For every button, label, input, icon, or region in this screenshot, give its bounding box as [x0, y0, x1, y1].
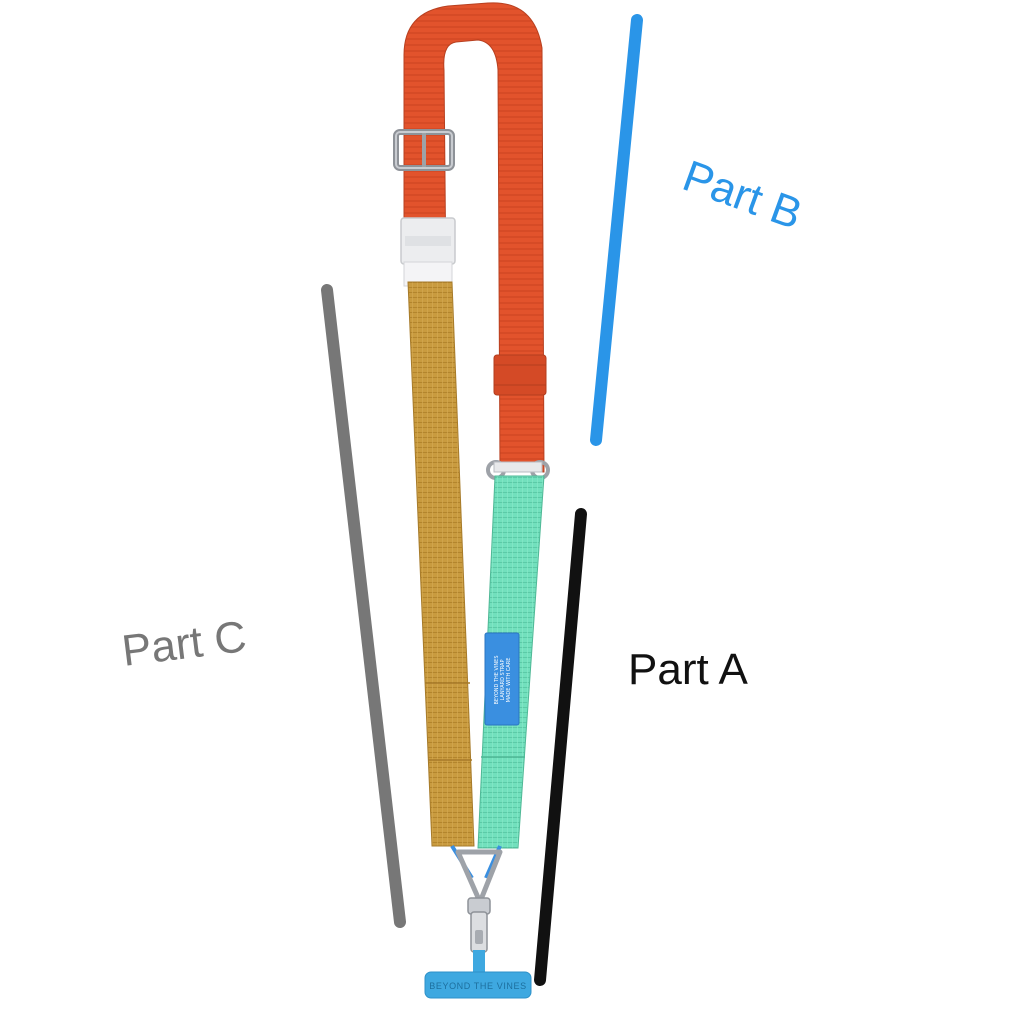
- product-tag: BEYOND THE VINES LANYARD STRAP MADE WITH…: [484, 632, 520, 726]
- part-b-label: Part B: [677, 151, 809, 239]
- mustard-strap: [407, 281, 475, 847]
- tag-text-line-3: MADE WITH CARE: [506, 658, 512, 703]
- part-c-label: Part C: [119, 612, 249, 676]
- tag-text-line-1: BEYOND THE VINES: [494, 655, 500, 704]
- lanyard-strap-illustration: BEYOND THE VINES LANYARD STRAP MADE WITH…: [393, 2, 550, 999]
- connector-text: BEYOND THE VINES: [429, 981, 526, 991]
- part-b-line: [590, 14, 643, 446]
- plastic-clip: [400, 217, 456, 287]
- part-a-line: [534, 508, 587, 986]
- part-c-line: [321, 284, 406, 928]
- orange-keeper-band: [493, 354, 547, 396]
- part-a-label: Part A: [628, 645, 748, 694]
- phone-connector: BEYOND THE VINES: [424, 950, 532, 999]
- tag-text-line-2: LANYARD STRAP: [500, 660, 506, 701]
- carabiner-hardware: [450, 844, 503, 953]
- metal-slider-buckle: [393, 129, 455, 171]
